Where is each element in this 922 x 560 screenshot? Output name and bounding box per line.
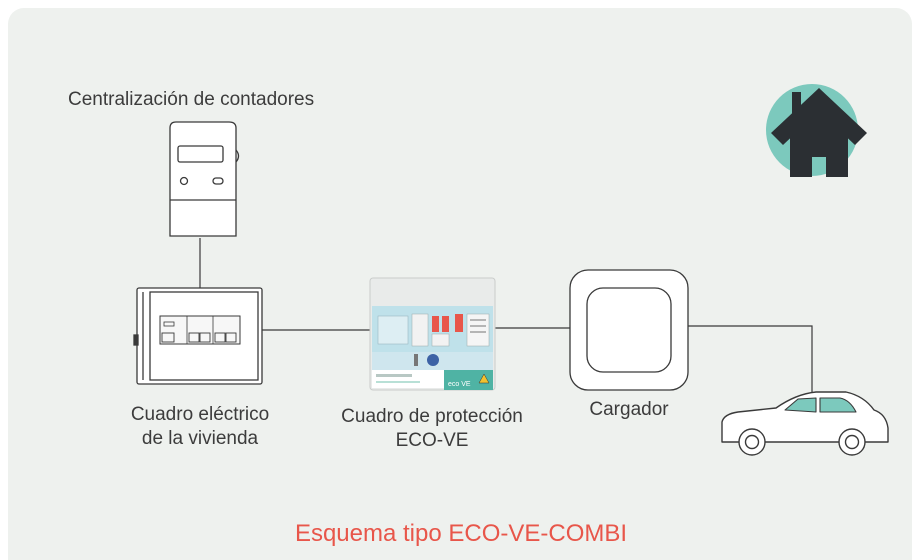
home-icon: [766, 84, 867, 177]
protection-box-label-line1: Cuadro de protección: [341, 406, 523, 427]
charger-label: Cargador: [589, 399, 669, 420]
diagram-title: Esquema tipo ECO-VE-COMBI: [294, 520, 628, 547]
car-icon: [721, 391, 889, 456]
electrical-panel-label: Cuadro eléctrico de la vivienda: [110, 403, 290, 451]
protection-box-icon: eco VE: [369, 277, 496, 391]
meter-icon: [169, 121, 240, 237]
protection-box-label: Cuadro de protección ECO-VE: [312, 405, 552, 453]
electrical-panel-label-line1: Cuadro eléctrico: [130, 404, 270, 425]
electrical-panel-label-line2: de la vivienda: [141, 428, 259, 449]
protection-box-label-line2: ECO-VE: [395, 430, 469, 451]
protection-brand-text: eco VE: [448, 381, 471, 388]
meter-label: Centralización de contadores: [68, 89, 315, 110]
wire-charger-to-car: [688, 325, 813, 395]
electrical-panel-icon: [133, 287, 263, 385]
charger-icon: [569, 269, 689, 391]
